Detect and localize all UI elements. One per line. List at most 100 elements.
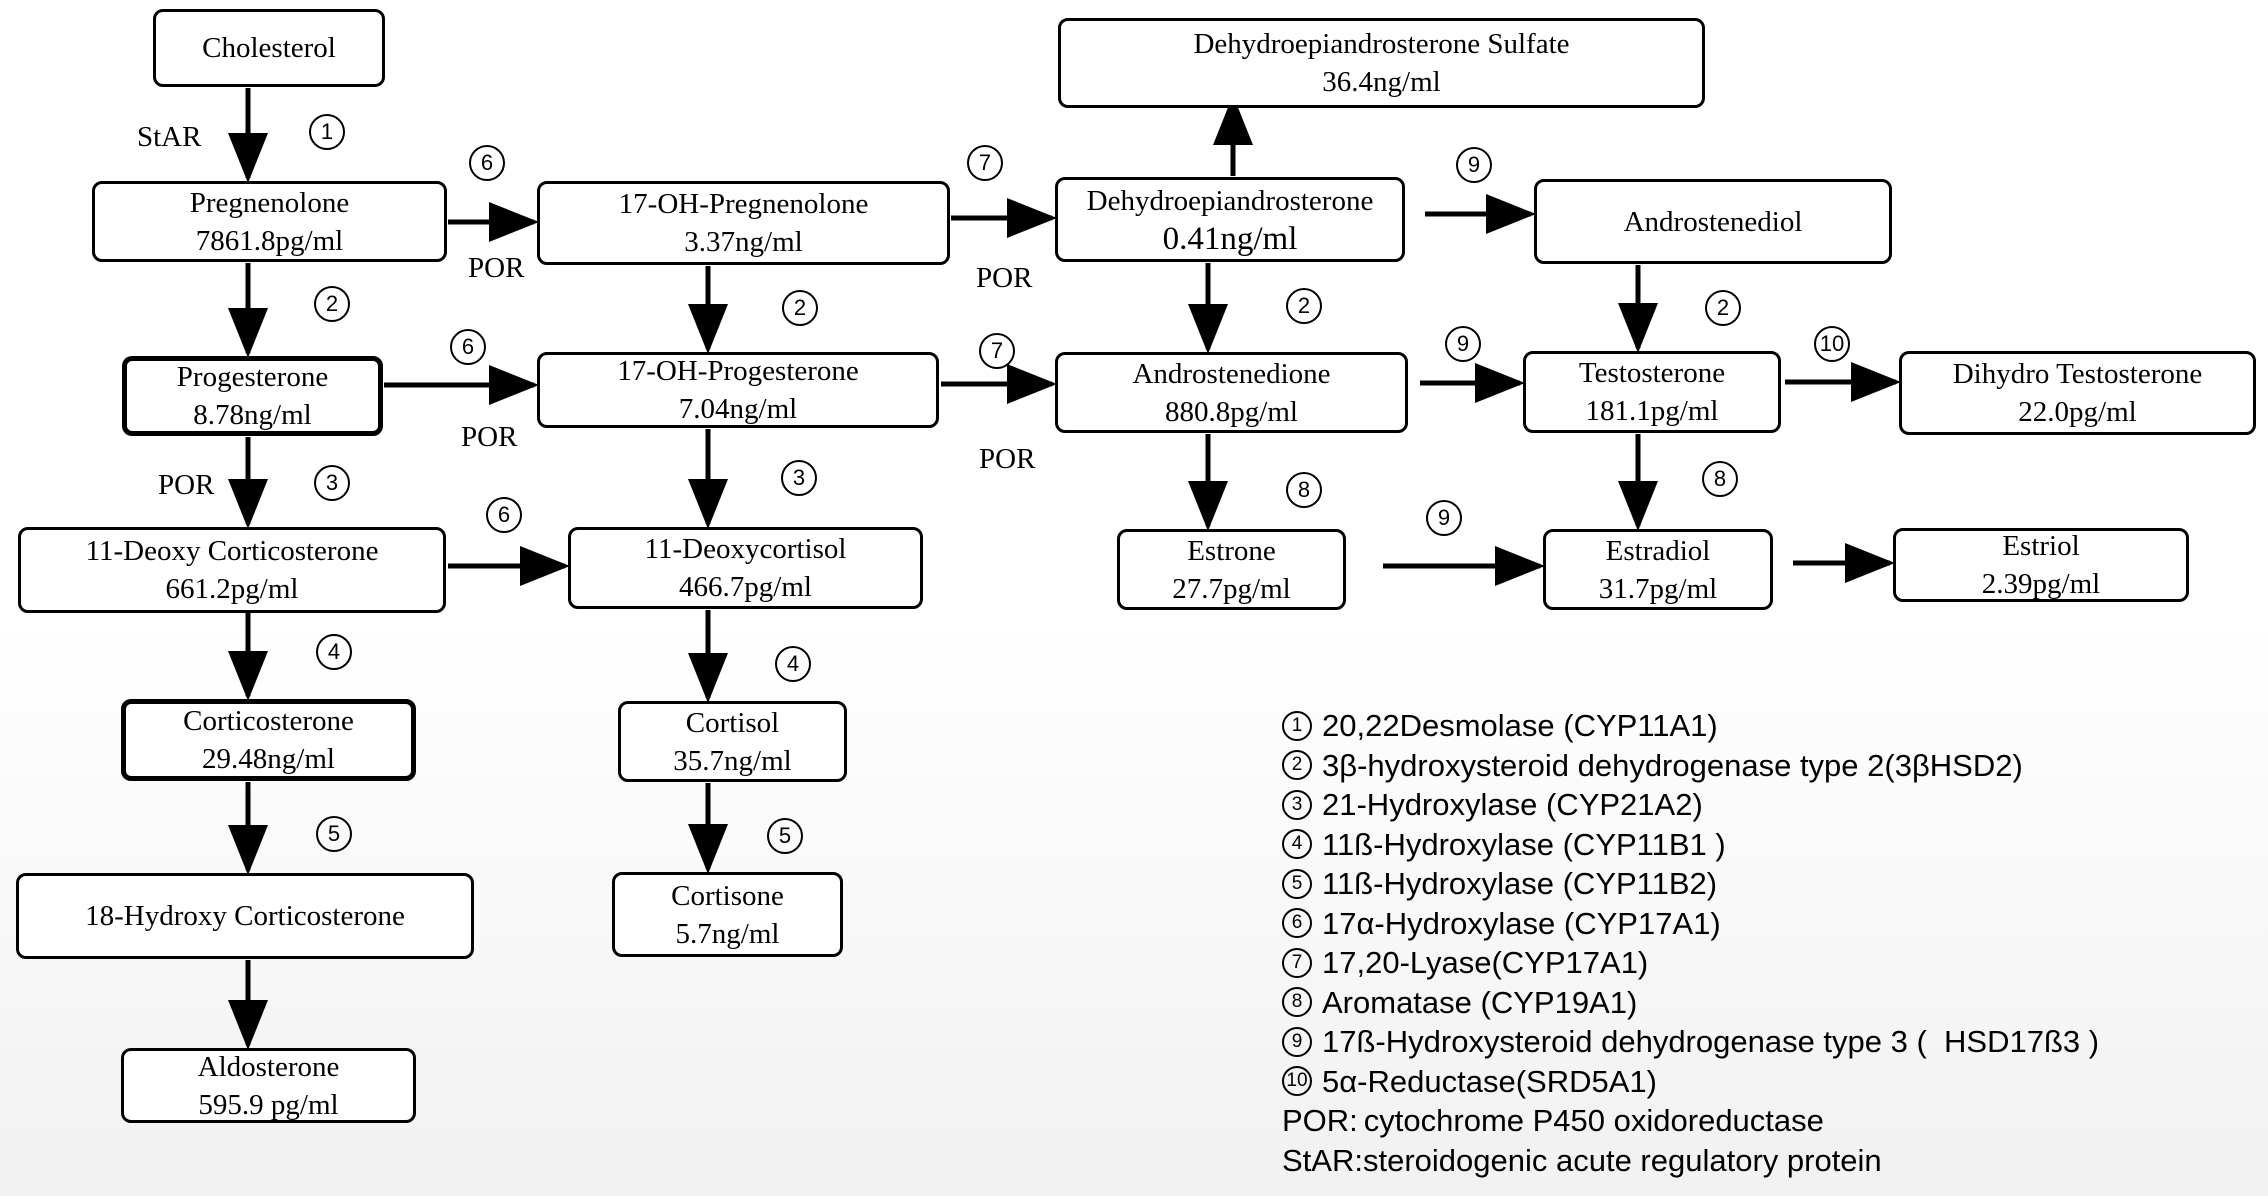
step-marker: 2 — [1286, 288, 1322, 324]
legend-key: 10 — [1282, 1066, 1312, 1097]
legend-text: 11ß-Hydroxylase (CYP11B1 ) — [1322, 826, 1726, 862]
node-aldosterone: Aldosterone 595.9 pg/ml — [121, 1048, 416, 1123]
legend-key: 9 — [1282, 1026, 1312, 1057]
step-marker: 5 — [767, 818, 803, 854]
node-value: 466.7pg/ml — [679, 571, 812, 603]
node-name: 17-OH-Progesterone — [617, 355, 859, 387]
step-marker: 5 — [316, 816, 352, 852]
legend-text: 20,22Desmolase (CYP11A1) — [1322, 708, 1718, 743]
node-value: 27.7pg/ml — [1172, 572, 1291, 605]
node-value: 880.8pg/ml — [1165, 395, 1298, 428]
node-value: 22.0pg/ml — [2018, 396, 2137, 428]
step-marker: 6 — [450, 329, 486, 365]
legend-row: POR: cytochrome P450 oxidoreductase — [1282, 1101, 2099, 1141]
step-marker: 6 — [469, 145, 505, 181]
legend-text: 17α-Hydroxylase (CYP17A1) — [1322, 905, 1721, 941]
step-marker: 9 — [1456, 147, 1492, 183]
node-value: 31.7pg/ml — [1598, 572, 1718, 605]
node-17-oh-progesterone: 17-OH-Progesterone 7.04ng/ml — [537, 352, 939, 428]
legend-key: 1 — [1282, 710, 1312, 741]
node-dhea-sulfate: Dehydroepiandrosterone Sulfate 36.4ng/ml — [1058, 18, 1705, 108]
node-name: 11-Deoxycortisol — [644, 533, 847, 565]
step-marker: 10 — [1814, 326, 1850, 362]
step-marker: 8 — [1286, 472, 1322, 508]
step-marker: 7 — [967, 145, 1003, 181]
node-estrone: Estrone 27.7pg/ml — [1117, 529, 1346, 610]
legend-key: 3 — [1282, 789, 1312, 820]
node-cholesterol: Cholesterol — [153, 9, 385, 87]
legend-key: 7 — [1282, 947, 1312, 978]
node-name: 17-OH-Pregnenolone — [618, 188, 869, 220]
step-marker: 3 — [314, 465, 350, 501]
node-name: Estriol — [2002, 530, 2080, 562]
node-value: 3.37ng/ml — [684, 226, 803, 258]
legend-key: 6 — [1282, 908, 1312, 939]
node-deoxycorticosterone: 11-Deoxy Corticosterone 661.2pg/ml — [18, 527, 446, 613]
step-marker: 3 — [781, 460, 817, 496]
legend-row: 5 11ß-Hydroxylase (CYP11B2) — [1282, 864, 2099, 904]
node-pregnenolone: Pregnenolone 7861.8pg/ml — [92, 181, 447, 262]
node-value: 2.39pg/ml — [1981, 568, 2101, 600]
node-name: Androstenediol — [1623, 205, 1803, 238]
node-value: 5.7ng/ml — [675, 917, 780, 950]
node-progesterone: Progesterone 8.78ng/ml — [122, 356, 383, 436]
node-name: Estrone — [1187, 534, 1276, 567]
step-marker: 8 — [1702, 461, 1738, 497]
legend-text: cytochrome P450 oxidoreductase — [1363, 1103, 1824, 1138]
enzyme-legend: 1 20,22Desmolase (CYP11A1) 2 3β-hydroxys… — [1282, 706, 2099, 1180]
por-label: POR — [461, 421, 518, 453]
legend-key: StAR — [1282, 1142, 1355, 1178]
node-name: Androstenedione — [1132, 357, 1331, 390]
node-dhea: Dehydroepiandrosterone 0.41ng/ml — [1055, 177, 1405, 262]
node-name: Pregnenolone — [189, 186, 350, 219]
step-marker: 2 — [1705, 290, 1741, 326]
legend-row: 6 17α-Hydroxylase (CYP17A1) — [1282, 904, 2099, 944]
legend-row: 7 17,20-Lyase(CYP17A1) — [1282, 943, 2099, 983]
node-name: Dehydroepiandrosterone — [1086, 184, 1374, 217]
legend-row: 4 11ß-Hydroxylase (CYP11B1 ) — [1282, 825, 2099, 865]
node-value: 7.04ng/ml — [678, 393, 798, 425]
node-value: 7861.8pg/ml — [195, 224, 344, 257]
node-name: Estradiol — [1605, 534, 1711, 567]
node-11-deoxycortisol: 11-Deoxycortisol 466.7pg/ml — [568, 527, 923, 609]
node-value: 661.2pg/ml — [165, 573, 299, 605]
node-name: Cortisone — [671, 879, 784, 912]
step-marker: 2 — [782, 290, 818, 326]
star-label: StAR — [137, 121, 202, 153]
node-name: Cortisol — [685, 706, 780, 739]
node-cortisol: Cortisol 35.7ng/ml — [618, 701, 847, 782]
node-name: Progesterone — [176, 361, 329, 393]
legend-text: :steroidogenic acute regulatory protein — [1354, 1142, 1882, 1178]
node-dihydrotestosterone: Dihydro Testosterone 22.0pg/ml — [1899, 351, 2256, 435]
step-marker: 9 — [1426, 500, 1462, 536]
node-value: 29.48ng/ml — [202, 743, 335, 775]
legend-text: Aromatase (CYP19A1) — [1322, 984, 1638, 1020]
por-label: POR — [468, 252, 525, 284]
legend-text: 21-Hydroxylase (CYP21A2) — [1322, 787, 1703, 822]
node-value: 8.78ng/ml — [193, 399, 312, 431]
legend-text: 17,20-Lyase(CYP17A1) — [1322, 945, 1649, 980]
legend-row: 8 Aromatase (CYP19A1) — [1282, 983, 2099, 1023]
step-marker: 9 — [1445, 326, 1481, 362]
legend-key: 2 — [1282, 750, 1312, 781]
legend-text: 3β-hydroxysteroid dehydrogenase type 2(3… — [1322, 747, 2023, 783]
legend-row: 2 3β-hydroxysteroid dehydrogenase type 2… — [1282, 746, 2099, 786]
node-name: Dihydro Testosterone — [1952, 358, 2203, 390]
node-testosterone: Testosterone 181.1pg/ml — [1523, 351, 1781, 433]
node-name: 18-Hydroxy Corticosterone — [85, 900, 405, 932]
legend-key: POR: — [1282, 1103, 1358, 1138]
node-androstenedione: Androstenedione 880.8pg/ml — [1055, 352, 1408, 433]
legend-text: 5α-Reductase(SRD5A1) — [1322, 1063, 1657, 1099]
step-marker: 7 — [979, 333, 1015, 369]
node-value: 181.1pg/ml — [1585, 395, 1719, 427]
node-name: Corticosterone — [183, 705, 354, 737]
node-name: Dehydroepiandrosterone Sulfate — [1193, 28, 1570, 60]
node-androstenediol: Androstenediol — [1534, 179, 1892, 264]
node-value: 0.41ng/ml — [1162, 220, 1298, 257]
step-marker: 4 — [316, 634, 352, 670]
legend-row: StAR :steroidogenic acute regulatory pro… — [1282, 1141, 2099, 1181]
por-label: POR — [979, 443, 1036, 475]
step-marker: 1 — [309, 114, 345, 150]
